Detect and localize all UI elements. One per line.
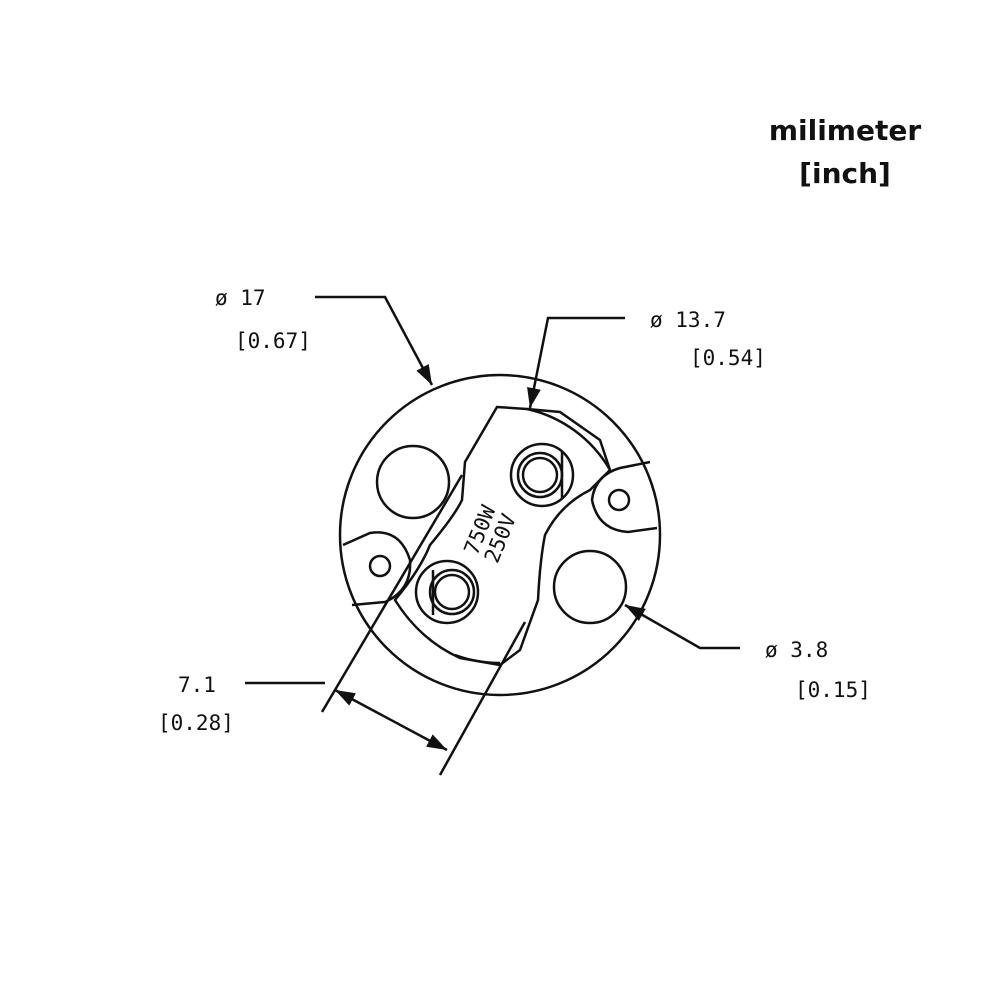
mounting-hole-right: [552, 549, 628, 625]
dimension-line-plate-width: [334, 688, 448, 752]
dim-plate-inch: [0.28]: [158, 711, 234, 735]
extension-line-right: [438, 621, 527, 776]
units-secondary: [inch]: [799, 157, 891, 190]
dim-inner-inch: [0.54]: [690, 346, 766, 370]
mounting-hole-left: [375, 444, 451, 520]
small-hole-left: [368, 554, 392, 578]
dim-outer-inch: [0.67]: [235, 329, 311, 353]
right-lug: [590, 460, 658, 534]
dim-outer-mm: ø 17: [215, 286, 266, 310]
dim-hole-inch: [0.15]: [795, 678, 871, 702]
leader-hole-diameter: [624, 603, 740, 650]
outer-body-circle: [338, 373, 662, 697]
rating-label: 750W 250V: [459, 502, 521, 566]
dim-plate-mm: 7.1: [178, 673, 216, 697]
contact-plate: [393, 405, 612, 667]
dim-inner-mm: ø 13.7: [650, 308, 726, 332]
leader-inner-diameter: [527, 316, 625, 409]
left-lug: [342, 531, 412, 607]
small-hole-right: [607, 488, 631, 512]
units-primary: milimeter: [769, 114, 922, 147]
screw-terminal-top: [509, 442, 575, 508]
leader-outer-diameter: [315, 295, 434, 386]
extension-line-left: [320, 474, 464, 713]
screw-terminal-bottom: [414, 559, 480, 625]
dim-hole-mm: ø 3.8: [765, 638, 828, 662]
